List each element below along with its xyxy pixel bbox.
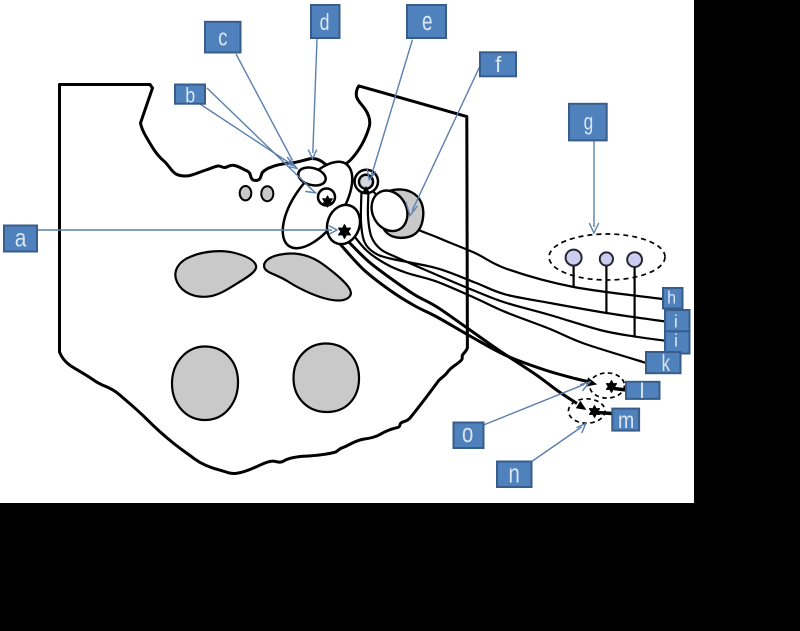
svg-text:d: d xyxy=(320,10,330,36)
svg-text:m: m xyxy=(618,406,634,433)
svg-text:l: l xyxy=(640,380,645,403)
svg-text:n: n xyxy=(509,459,520,488)
svg-text:g: g xyxy=(584,109,594,135)
svg-text:a: a xyxy=(15,224,27,252)
svg-text:c: c xyxy=(218,24,228,51)
svg-text:e: e xyxy=(422,7,433,35)
svg-text:f: f xyxy=(495,52,502,77)
svg-text:h: h xyxy=(667,288,676,308)
svg-text:o: o xyxy=(462,419,473,448)
svg-text:k: k xyxy=(662,352,671,377)
svg-text:i: i xyxy=(674,312,678,332)
svg-text:b: b xyxy=(185,84,195,108)
svg-text:i: i xyxy=(674,331,678,351)
